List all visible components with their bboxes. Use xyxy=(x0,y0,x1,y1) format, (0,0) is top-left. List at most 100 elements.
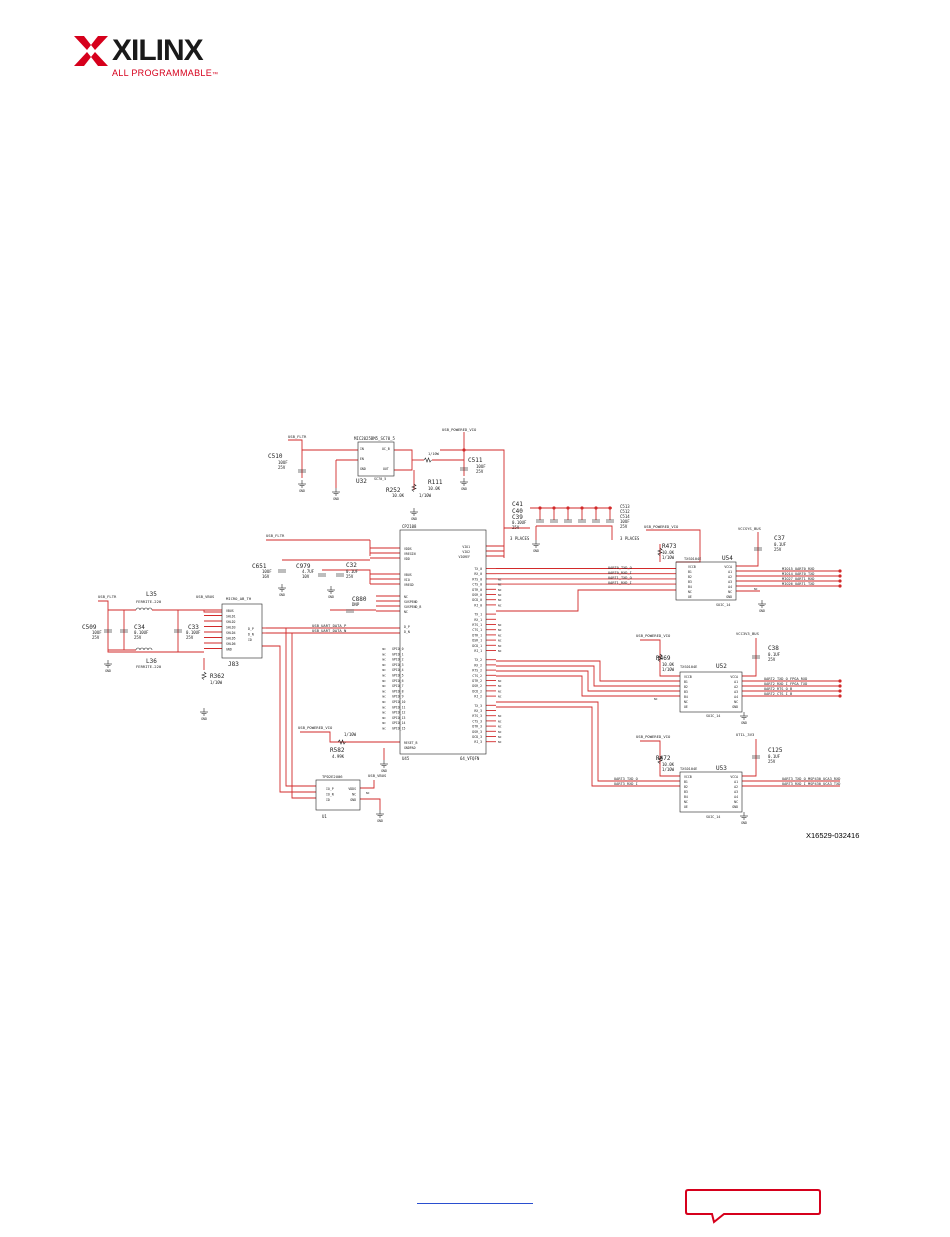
wire xyxy=(742,638,757,677)
r362-value: 1/10W xyxy=(210,680,223,685)
r582-rating: 1/10W xyxy=(344,732,357,737)
r469-rating: 1/10W xyxy=(662,667,675,672)
cp2108-pin-uart: DSR_0 xyxy=(472,593,482,597)
u53-pin-left: B1 xyxy=(684,780,688,784)
cp2108-pin-d: D_P xyxy=(404,625,410,629)
cp2108-pin-vioref: VIOREF xyxy=(458,555,470,559)
nc-marker: NC xyxy=(498,633,502,637)
c979-value: 4.7UF xyxy=(302,569,315,574)
gnd-label: GND xyxy=(105,669,111,673)
u52-pin-right: A3 xyxy=(734,690,738,694)
wire xyxy=(536,525,613,540)
u1-pin-left: IO_P xyxy=(326,787,334,791)
net-usb-powered-vio: USB_POWERED_VIO xyxy=(442,427,477,432)
wire xyxy=(360,780,375,789)
nc-marker: NC xyxy=(498,603,502,607)
nc-marker: NC xyxy=(498,649,502,653)
cp2108-pin-suspend: SUSPEND xyxy=(404,600,418,604)
u32-part: MIC2025BM5_SC70_5 xyxy=(354,436,396,441)
u52-out-net: UART2_RXD_I_FPGA_TXD xyxy=(764,682,807,686)
r469-value: 10.0K xyxy=(662,662,675,667)
inductor xyxy=(143,647,149,651)
u1-part: TPD2E2U06 xyxy=(322,774,343,779)
wire xyxy=(322,569,371,584)
c651-value: 10UF xyxy=(262,569,272,574)
l36-label: L36 xyxy=(146,658,157,665)
wire xyxy=(262,645,316,793)
c33-rating: 25V xyxy=(186,635,194,640)
cp2108-pin-suspend: NC xyxy=(404,595,408,599)
gnd-label: GND xyxy=(279,593,285,597)
u53-pin-left: OE xyxy=(684,805,688,809)
wire xyxy=(736,532,759,567)
r252-rating: 1/10W xyxy=(419,493,432,498)
u53-out-net: UART3_TXD_O_MSP430_UCA3_RXD xyxy=(782,777,840,781)
u54-label: U54 xyxy=(722,555,733,562)
junction-dot xyxy=(838,694,842,698)
places-label-1: 3 PLACES xyxy=(510,536,530,541)
r473-value: 10.0K xyxy=(662,550,675,555)
net-usb-powered-vio-5: USB_POWERED_VIO xyxy=(636,734,671,739)
l35-label: L35 xyxy=(146,591,157,598)
c38-value: 0.1UF xyxy=(768,652,781,657)
cp2108-pin-gpio: GPIO_8 xyxy=(392,689,404,693)
net-usb-fltr: USB_FLTR xyxy=(288,434,307,439)
wire xyxy=(266,632,316,799)
u54-pin-right: A3 xyxy=(728,580,732,584)
net-uart0-rxd: UART0_RXD_I xyxy=(608,571,632,575)
nc-marker: NC xyxy=(498,577,502,581)
c511-label: C511 xyxy=(468,457,483,464)
wire xyxy=(288,439,358,451)
schematic-diagram: USB_FLTRC51010UF25VGNDMIC2025BM5_SC70_5U… xyxy=(82,427,842,825)
u52-pin-right: A4 xyxy=(734,695,738,699)
u53-pin-left: VCCB xyxy=(684,775,692,779)
r472-value: 10.0K xyxy=(662,762,675,767)
net-usb-vbus: USB_VBUS xyxy=(196,594,215,599)
j83-sig: ID xyxy=(248,638,252,642)
c39-label: C39 xyxy=(512,514,523,521)
u52-pin-right: A2 xyxy=(734,685,738,689)
wire xyxy=(496,660,680,682)
c125-value: 0.1UF xyxy=(768,754,781,759)
u32-pin-gnd: GND xyxy=(360,467,366,471)
net-usb-powered-vio-3: USB_POWERED_VIO xyxy=(644,524,679,529)
gnd-label: GND xyxy=(381,769,387,773)
u54-out-net: MIO26_UART1_TXD xyxy=(782,582,814,586)
u32-label: U32 xyxy=(356,478,367,485)
c510-rating: 25V xyxy=(278,465,286,470)
u52-pin-left: OE xyxy=(684,705,688,709)
nc-marker: NC xyxy=(498,679,502,683)
c510-label: C510 xyxy=(268,453,283,460)
resistor xyxy=(423,457,432,463)
junction-dot xyxy=(838,689,842,693)
u32-pin-in: IN xyxy=(360,447,364,451)
c32-value: 0.1UF xyxy=(346,569,359,574)
cp2108-pin-uart: RTS_3 xyxy=(472,714,482,718)
junction-dot xyxy=(838,684,842,688)
nc-marker: NC xyxy=(498,740,502,744)
cp2108-pin-uart: DTR_2 xyxy=(472,679,482,683)
u53-pin-left: NC xyxy=(684,800,688,804)
cp2108-pin-vio2: VIO xyxy=(404,578,410,582)
r582-value: 4.99K xyxy=(332,754,345,759)
cp2108-part: CP2108 xyxy=(402,524,417,529)
footer-link[interactable] xyxy=(417,1203,533,1204)
u52-pin-left: NC xyxy=(684,700,688,704)
c39-value: 0.10UF xyxy=(512,520,527,525)
c512-label: C512 xyxy=(620,509,630,514)
u52-out-net: UART2_RTS_O_B xyxy=(764,687,792,691)
c979-label: C979 xyxy=(296,563,311,570)
cp2108-pin-gpio: GPIO_6 xyxy=(392,679,404,683)
cp2108-pin-vio2: VBUS xyxy=(404,573,412,577)
junction-dot xyxy=(462,448,466,452)
l35-value: FERRITE-220 xyxy=(136,599,162,604)
feedback-button[interactable] xyxy=(684,1188,822,1224)
u1-label: U1 xyxy=(322,814,327,819)
l36-value: FERRITE-220 xyxy=(136,664,162,669)
c40-label: C40 xyxy=(512,508,523,515)
resistor xyxy=(657,653,663,662)
cp2108-pin-uart: DSR_1 xyxy=(472,639,482,643)
c880-label: C880 xyxy=(352,596,367,603)
cp2108-pin-uart: RI_1 xyxy=(474,649,482,653)
nc-marker: NC xyxy=(654,697,658,701)
